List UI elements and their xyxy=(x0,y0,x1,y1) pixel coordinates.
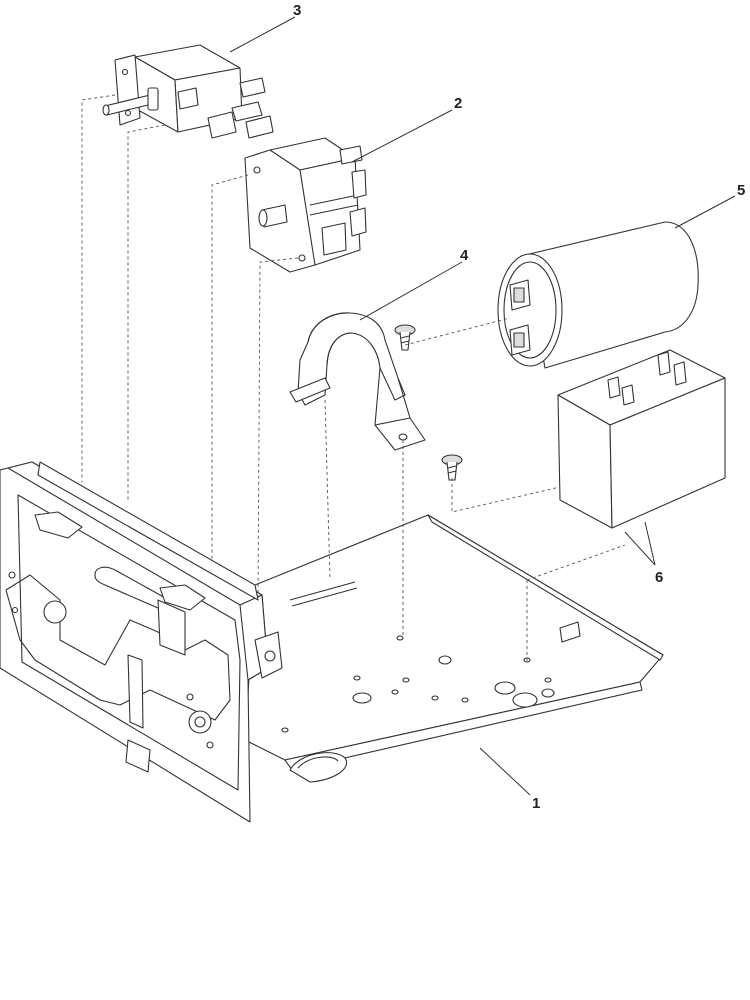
front-panel-hole xyxy=(13,608,18,613)
base-plate-rear-lip xyxy=(428,515,663,660)
clamp-foot-left xyxy=(290,378,330,402)
relay-terminal xyxy=(622,385,634,405)
switch-2-terminal xyxy=(322,223,346,255)
switch-2-terminal xyxy=(352,170,366,198)
part-3-selector-switch xyxy=(103,45,273,138)
front-panel-emboss xyxy=(6,575,230,720)
rear-panel-flange xyxy=(38,462,258,600)
callout-leaders xyxy=(229,16,736,796)
switch-3-clip xyxy=(178,88,198,109)
leader-6b xyxy=(644,521,656,566)
front-panel-lower-boss-hole xyxy=(195,717,205,727)
part-2-switch xyxy=(245,138,366,272)
front-panel-round-hole xyxy=(44,601,66,623)
switch-2-terminal xyxy=(340,146,362,164)
callout-5: 5 xyxy=(737,182,745,199)
relay-terminal xyxy=(674,362,686,385)
part-1-base-chassis xyxy=(0,462,663,822)
relay-side xyxy=(610,378,725,528)
callout-2: 2 xyxy=(454,95,462,112)
clamp-foot-right xyxy=(375,418,425,450)
base-plate-slot-inner xyxy=(298,757,338,768)
front-panel-rect-cutout xyxy=(128,655,143,728)
front-panel-latch xyxy=(158,600,185,655)
front-panel-hole xyxy=(187,694,193,700)
front-panel-tab-left xyxy=(35,512,82,538)
switch-2-terminal xyxy=(350,208,366,236)
front-panel-hole xyxy=(9,572,15,578)
callout-6: 6 xyxy=(655,569,663,586)
relay-terminal xyxy=(608,377,620,398)
leader-2 xyxy=(351,109,453,163)
leader-1 xyxy=(479,747,531,796)
assembly-guide-lines xyxy=(81,94,626,662)
switch-3-terminal xyxy=(246,116,273,138)
switch-3-terminal xyxy=(240,78,265,97)
front-panel-tab-right xyxy=(160,585,205,610)
front-panel-bottom-clip xyxy=(126,740,150,772)
base-plate-holes xyxy=(282,636,554,732)
base-plate-slot xyxy=(290,753,347,782)
base-plate-tab xyxy=(560,622,580,642)
callout-3: 3 xyxy=(293,2,301,19)
leader-4 xyxy=(359,261,463,321)
switch-3-terminal xyxy=(208,112,236,138)
screw-lower xyxy=(442,455,462,480)
switch-3-terminal xyxy=(232,102,262,121)
leader-3 xyxy=(229,16,296,53)
relay-terminal xyxy=(658,352,670,375)
screw-upper xyxy=(395,325,415,350)
front-panel-hole xyxy=(207,742,213,748)
screws xyxy=(395,325,462,480)
base-plate-front-edge xyxy=(285,682,642,770)
leader-5 xyxy=(674,195,736,229)
leader-6a xyxy=(624,531,656,566)
callout-labels: 1 2 3 4 5 6 xyxy=(293,2,745,812)
callout-4: 4 xyxy=(460,247,469,264)
callout-1: 1 xyxy=(532,795,540,812)
front-panel-side-bracket-hole xyxy=(265,651,275,661)
capacitor-body xyxy=(525,222,698,368)
part-5-capacitor xyxy=(498,222,698,368)
part-6-relay xyxy=(558,350,725,528)
part-4-capacitor-clamp xyxy=(290,313,425,450)
